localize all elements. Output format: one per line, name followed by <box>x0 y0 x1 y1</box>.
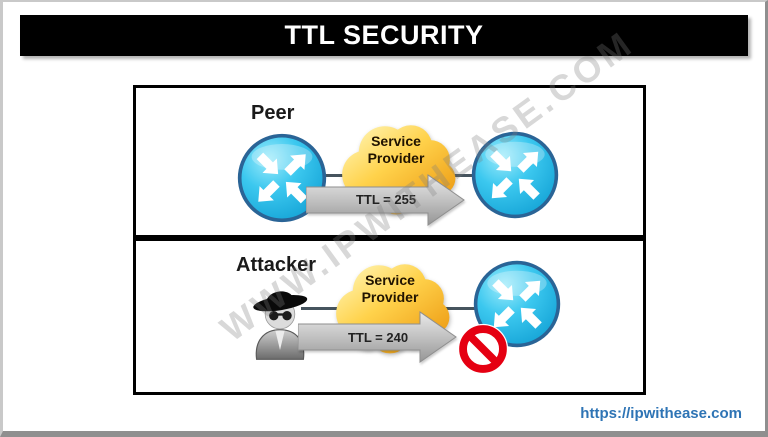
attacker-scenario-panel <box>133 238 646 395</box>
footer-site-link[interactable]: https://ipwithease.com <box>580 405 742 422</box>
peer-label: Peer <box>251 102 295 124</box>
service-provider-label: Service Provider <box>361 272 419 305</box>
fedora-hat <box>253 291 308 312</box>
ttl-value-label: TTL = 240 <box>347 330 409 345</box>
spy-icon <box>253 291 308 360</box>
router-icon <box>470 130 560 220</box>
service-provider-label: Service Provider <box>367 133 425 166</box>
title-bar: TTL SECURITY <box>20 15 748 56</box>
sunglasses <box>269 310 292 321</box>
attacker-label: Attacker <box>236 254 317 276</box>
peer-scenario-panel <box>133 85 646 238</box>
blocked-sign-icon <box>457 323 509 375</box>
ttl-value-label: TTL = 255 <box>355 192 417 207</box>
page-title: TTL SECURITY <box>284 20 484 50</box>
